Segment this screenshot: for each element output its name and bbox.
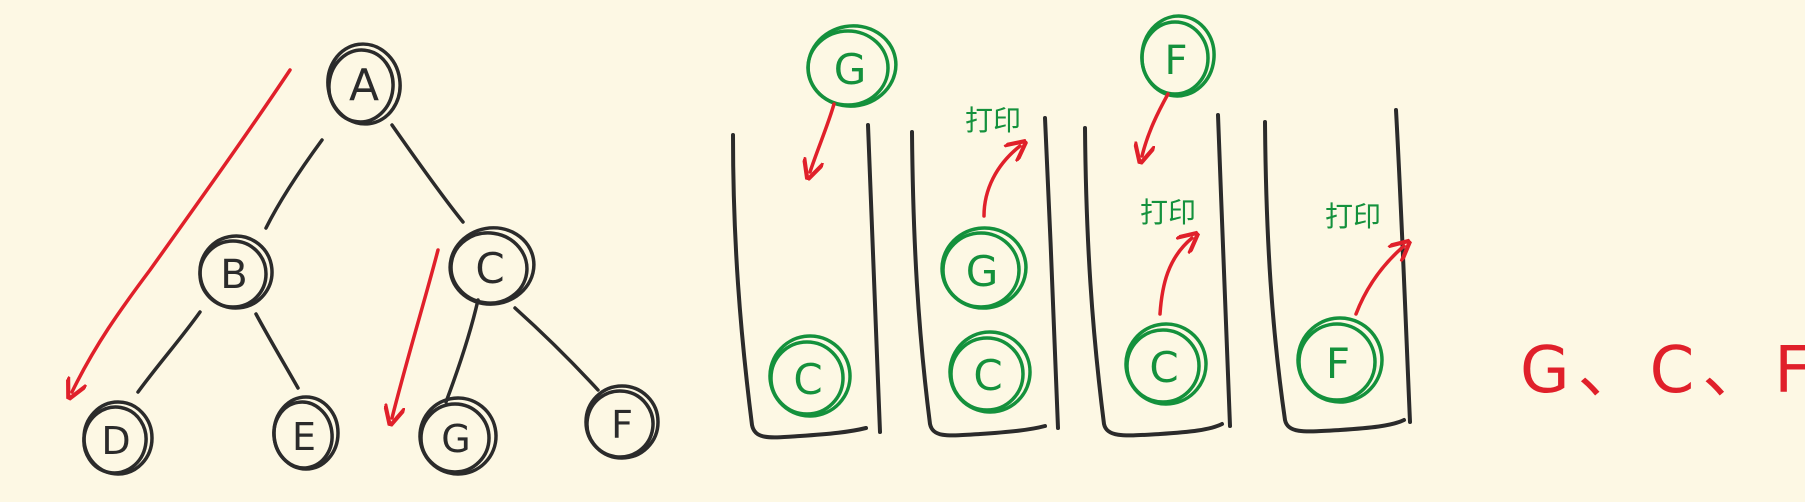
stack-item-label: C	[793, 355, 822, 404]
stack-1-item-c: C	[768, 334, 852, 418]
edge-b-e	[254, 312, 300, 390]
tree-node-b: B	[198, 234, 274, 310]
tree-node-e: E	[272, 395, 340, 471]
edge-a-b	[264, 138, 324, 230]
tree-node-label: C	[475, 244, 504, 293]
stack-2-wall	[910, 130, 1047, 438]
tree-node-label: A	[349, 60, 379, 111]
tree-node-f: F	[584, 384, 660, 460]
tree-node-a: A	[326, 42, 402, 126]
edge-c-g	[444, 298, 480, 404]
tree-node-d: D	[82, 400, 154, 476]
stack-3-item-c: C	[1124, 322, 1208, 406]
push-arrow-f	[1142, 92, 1170, 156]
edge-a-c	[390, 123, 465, 224]
stack-3-wall	[1083, 126, 1224, 438]
stack-1-top-node: G	[806, 24, 898, 108]
stack-arrows	[810, 92, 1404, 316]
stack-nodes: G C G C F C	[768, 14, 1384, 418]
tree-traversal-arrows	[72, 68, 440, 418]
stack-containers	[731, 108, 1412, 440]
arrow-a-c-g	[392, 248, 440, 418]
stack-2-right-wall	[1043, 116, 1060, 430]
pop-labels: 打印 打印 打印	[965, 104, 1381, 233]
stack-4-item-f: F	[1296, 316, 1384, 404]
tree-node-c: C	[448, 226, 536, 306]
binary-tree: A B C D E G F	[82, 42, 660, 476]
tree-node-label: G	[441, 417, 470, 461]
tree-node-label: B	[220, 252, 247, 298]
tree-node-label: F	[611, 403, 633, 447]
stack-4-wall	[1263, 120, 1406, 434]
edge-c-f	[513, 306, 600, 392]
stack-1-right-wall	[866, 123, 882, 434]
tree-node-label: E	[292, 415, 316, 459]
pop-arrow-g	[982, 146, 1020, 218]
stack-item-label: F	[1326, 339, 1350, 388]
push-arrow-g	[810, 102, 836, 172]
tree-node-label: D	[101, 419, 130, 463]
edge-b-d	[136, 310, 202, 394]
arrow-left-path	[72, 68, 292, 392]
result-output: G、C、F	[1520, 334, 1805, 408]
stack-3-top-label: F	[1164, 38, 1187, 84]
stack-2-item-g: G	[940, 226, 1028, 310]
stack-item-label: C	[1149, 343, 1178, 392]
tree-node-g: G	[418, 396, 498, 476]
stack-3-right-wall	[1216, 113, 1232, 428]
stack-1-top-label: G	[834, 45, 867, 94]
stack-item-label: G	[966, 247, 999, 296]
stack-1-wall	[731, 133, 868, 440]
stack-4-pop-label: 打印	[1325, 200, 1381, 233]
stack-item-label: C	[973, 351, 1002, 400]
stack-2-pop-label: 打印	[965, 104, 1021, 137]
stack-3-top-node: F	[1140, 14, 1216, 98]
stack-4-right-wall	[1394, 108, 1412, 424]
pop-arrow-c	[1158, 238, 1192, 316]
pop-arrow-f	[1354, 246, 1404, 316]
stack-3-pop-label: 打印	[1140, 196, 1196, 229]
stack-2-item-c: C	[948, 330, 1032, 414]
